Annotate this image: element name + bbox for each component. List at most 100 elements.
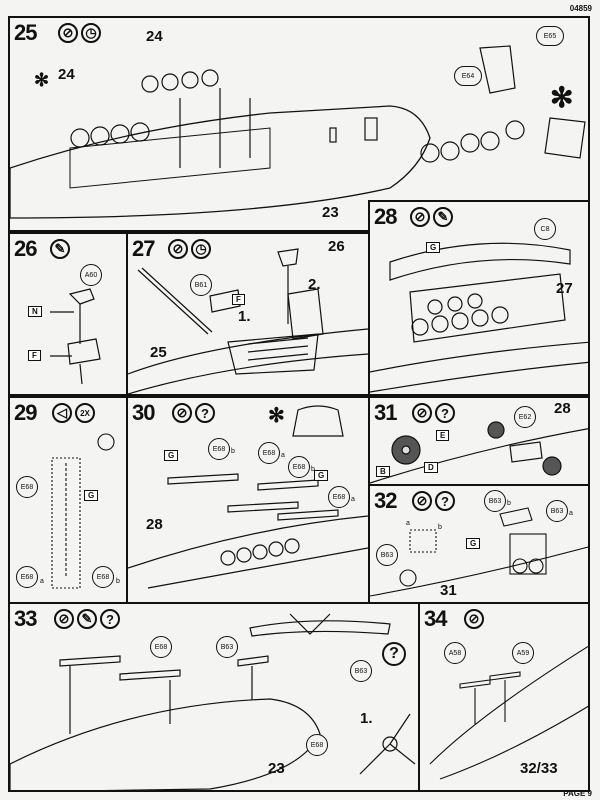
glue-icon: ⊘ [168, 239, 188, 259]
position-letter: b [438, 524, 442, 531]
question-icon: ? [435, 491, 455, 511]
step-34-panel: 34 ⊘ 32/33 A58 A59 [418, 602, 590, 792]
step-number: 29 [14, 400, 38, 425]
part-callout: E68 [150, 636, 172, 658]
glue-icon: ⊘ [412, 491, 432, 511]
part-label: 28 [146, 516, 163, 533]
part-callout: B63 [484, 490, 506, 512]
color-flag: N [28, 306, 42, 317]
color-flag: G [426, 242, 441, 253]
subpart-letter: a [569, 510, 573, 517]
part-callout: B61 [190, 274, 212, 296]
part-callout: E68 [16, 566, 38, 588]
paint-icon: ✎ [50, 239, 70, 259]
subpart-letter: b [311, 466, 315, 473]
document-number: 04859 [569, 4, 592, 13]
color-flag: G [314, 470, 329, 481]
step-number: 27 [132, 236, 156, 261]
glue-icon: ⊘ [410, 207, 430, 227]
part-callout: E68 [328, 486, 350, 508]
glue-icon: ⊘ [412, 403, 432, 423]
step-29-panel: 29 ◁ 2X E68 E68 E68 a b G [8, 396, 128, 604]
color-flag: F [28, 350, 41, 361]
subpart-letter: b [507, 500, 511, 507]
step-25-panel: 25 ⊘ ◷ 24 24 23 ✻ ✻ E65 E64 [8, 16, 590, 232]
step-31-drawing [370, 421, 588, 484]
part-callout: A60 [80, 264, 102, 286]
part-callout: E68 [208, 438, 230, 460]
part-callout: E68 [92, 566, 114, 588]
step-32-drawing [370, 507, 588, 597]
step-26-panel: 26 ✎ A60 N F [8, 232, 128, 396]
step-28-panel: 28 ⊘ ✎ 27 C8 G [368, 200, 590, 396]
part-callout: E68 [306, 734, 328, 756]
color-flag: E [436, 430, 450, 441]
subpart-letter: a [281, 452, 285, 459]
step-number: 30 [132, 400, 156, 425]
step-34-drawing [429, 645, 588, 780]
subpart-letter: a [351, 496, 355, 503]
step-order-label: 1. [360, 710, 373, 727]
subpart-letter: b [116, 578, 120, 585]
paint-icon: ✎ [433, 207, 453, 227]
part-callout: A58 [444, 642, 466, 664]
part-callout: E62 [514, 406, 536, 428]
step-30-panel: 30 ⊘ ? ✻ 28 E68 E68 E68 E68 b a b a G G [126, 396, 370, 604]
step-number: 28 [374, 204, 398, 229]
color-flag: B [376, 466, 390, 477]
part-label: 28 [554, 400, 571, 417]
quantity-badge: 2X [75, 403, 95, 423]
color-flag: G [164, 450, 179, 461]
part-callout: B63 [216, 636, 238, 658]
step-27-panel: 27 ⊘ ◷ 26 2. 1. 25 B61 F [126, 232, 370, 396]
subpart-letter: a [40, 578, 44, 585]
part-label: 31 [440, 582, 457, 599]
question-icon: ? [195, 403, 215, 423]
part-callout: A59 [512, 642, 534, 664]
color-flag: F [232, 294, 245, 305]
step-29-drawing [51, 433, 115, 589]
part-callout: B63 [350, 660, 372, 682]
step-30-drawing [128, 405, 368, 589]
part-callout: E64 [454, 66, 482, 86]
step-33-panel: 33 ⊘ ✎ ? ? 23 1. E68 B63 B63 E68 [8, 602, 420, 792]
step-order-label: 1. [238, 308, 251, 325]
part-label: 24 [146, 28, 163, 45]
part-label: 27 [556, 280, 573, 297]
part-callout: E65 [536, 26, 564, 46]
step-number: 26 [14, 236, 38, 261]
part-label: 25 [150, 344, 167, 361]
step-28-drawing [370, 242, 588, 393]
question-icon: ? [100, 609, 120, 629]
glue-icon: ⊘ [172, 403, 192, 423]
step-31-panel: 31 ⊘ ? 28 E62 E B D [368, 396, 590, 486]
color-flag: G [466, 538, 481, 549]
glue-icon: ⊘ [54, 609, 74, 629]
part-callout: E68 [288, 456, 310, 478]
part-callout: E68 [16, 476, 38, 498]
asterisk-icon: ✻ [268, 405, 285, 427]
step-number: 31 [374, 400, 398, 425]
subpart-letter: b [231, 448, 235, 455]
color-flag: D [424, 462, 438, 473]
part-label: 24 [58, 66, 75, 83]
step-number: 32 [374, 488, 398, 513]
asterisk-icon: ✻ [34, 70, 50, 90]
part-callout: E68 [258, 442, 280, 464]
page-number: PAGE 9 [563, 789, 592, 798]
part-callout: C8 [534, 218, 556, 240]
position-letter: a [406, 520, 410, 527]
paint-icon: ✎ [77, 609, 97, 629]
clock-icon: ◷ [81, 23, 101, 43]
question-icon: ? [382, 642, 406, 666]
asterisk-icon: ✻ [550, 82, 574, 113]
step-number: 33 [14, 606, 38, 631]
part-label: 23 [322, 204, 339, 221]
step-25-drawing [10, 45, 586, 219]
step-32-panel: 32 ⊘ ? 31 B63 B63 B63 b a a b G [368, 484, 590, 604]
knife-icon: ◁ [52, 403, 72, 423]
glue-icon: ⊘ [58, 23, 78, 43]
color-flag: G [84, 490, 99, 501]
part-callout: B63 [376, 544, 398, 566]
